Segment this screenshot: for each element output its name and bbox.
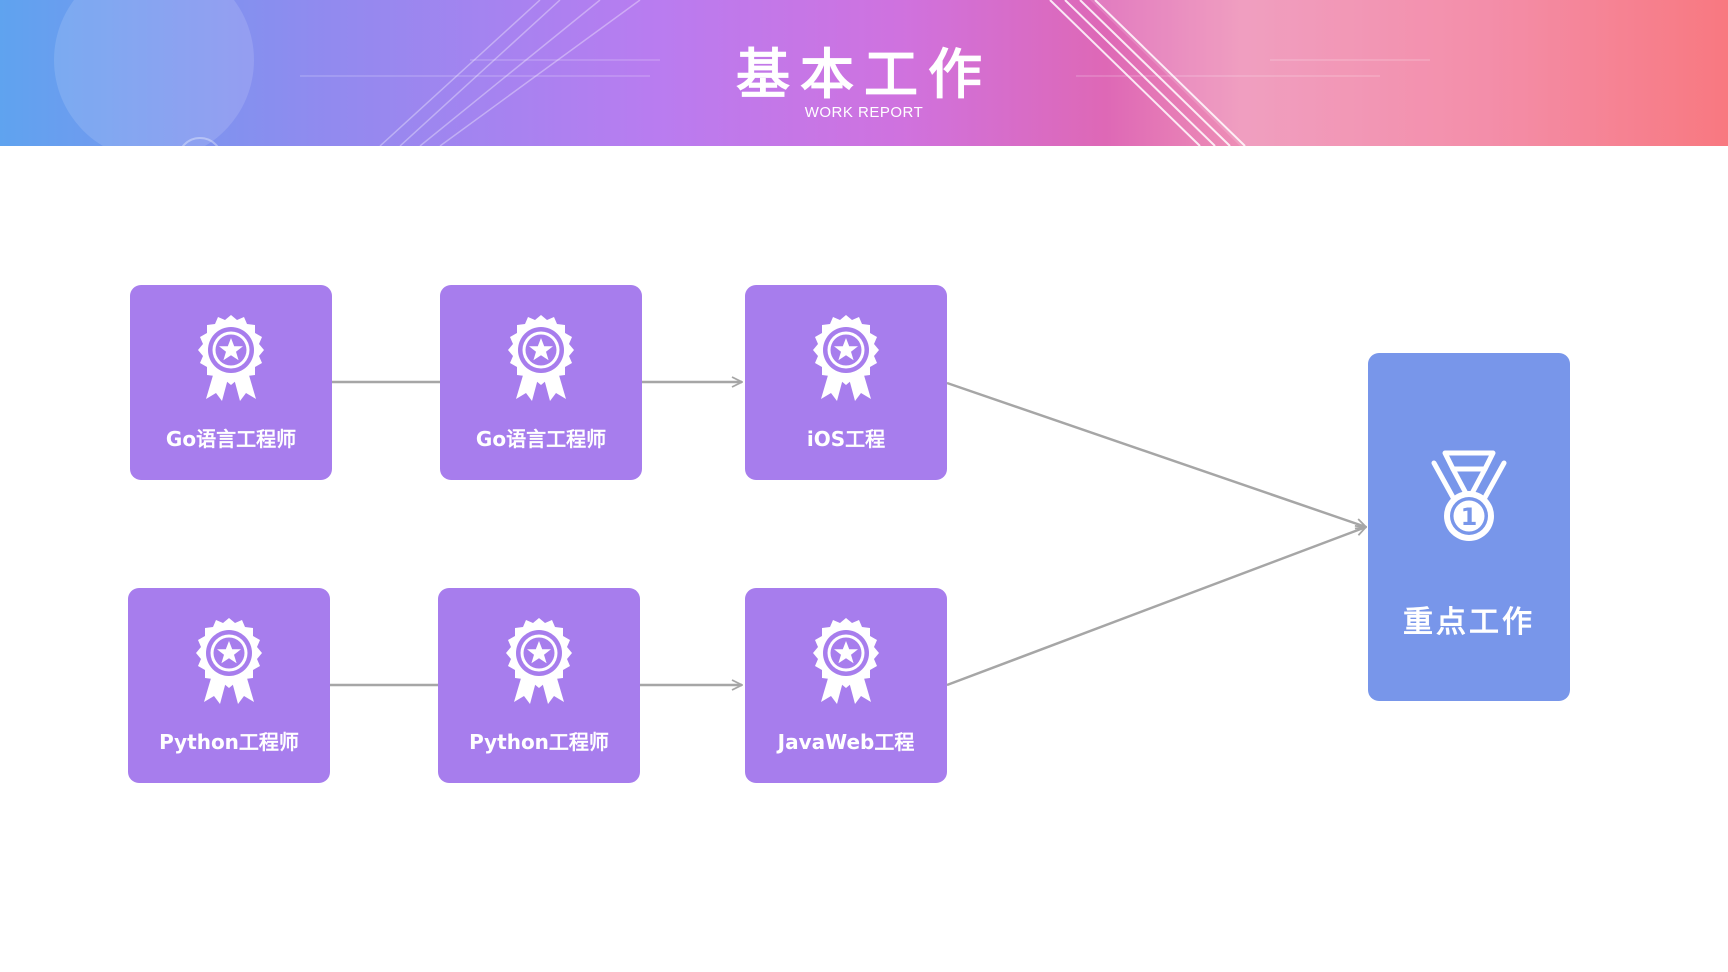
award-rosette-icon bbox=[196, 618, 262, 704]
medal-number: 1 bbox=[1461, 503, 1478, 531]
page-subtitle: WORK REPORT bbox=[804, 104, 924, 121]
award-rosette-icon bbox=[506, 618, 572, 704]
card-label: Python工程师 bbox=[159, 730, 299, 754]
card-top-3: iOS工程 bbox=[745, 285, 947, 480]
page-title: 基本工作 bbox=[736, 43, 992, 106]
award-rosette-icon bbox=[813, 315, 879, 401]
first-place-medal-icon: 1 bbox=[1431, 450, 1507, 541]
award-rosette-icon bbox=[813, 618, 879, 704]
connector-top-to-target bbox=[946, 381, 1366, 527]
card-bottom-3: JavaWeb工程 bbox=[745, 588, 947, 783]
card-top-1: Go语言工程师 bbox=[130, 285, 332, 480]
target-card: 1 重点工作 bbox=[1368, 353, 1570, 701]
card-label: Python工程师 bbox=[469, 730, 609, 754]
target-label: 重点工作 bbox=[1403, 605, 1535, 640]
card-label: JavaWeb工程 bbox=[777, 730, 915, 754]
card-bottom-2: Python工程师 bbox=[438, 588, 640, 783]
award-rosette-icon bbox=[508, 315, 574, 401]
connector-bottom-to-target bbox=[946, 527, 1366, 687]
card-bottom-1: Python工程师 bbox=[128, 588, 330, 783]
card-top-2: Go语言工程师 bbox=[440, 285, 642, 480]
card-label: iOS工程 bbox=[806, 427, 886, 451]
header-banner: 基本工作 WORK REPORT bbox=[0, 0, 1728, 146]
card-label: Go语言工程师 bbox=[165, 427, 297, 451]
banner-decoration bbox=[54, 0, 1728, 146]
award-rosette-icon bbox=[198, 315, 264, 401]
card-label: Go语言工程师 bbox=[475, 427, 607, 451]
